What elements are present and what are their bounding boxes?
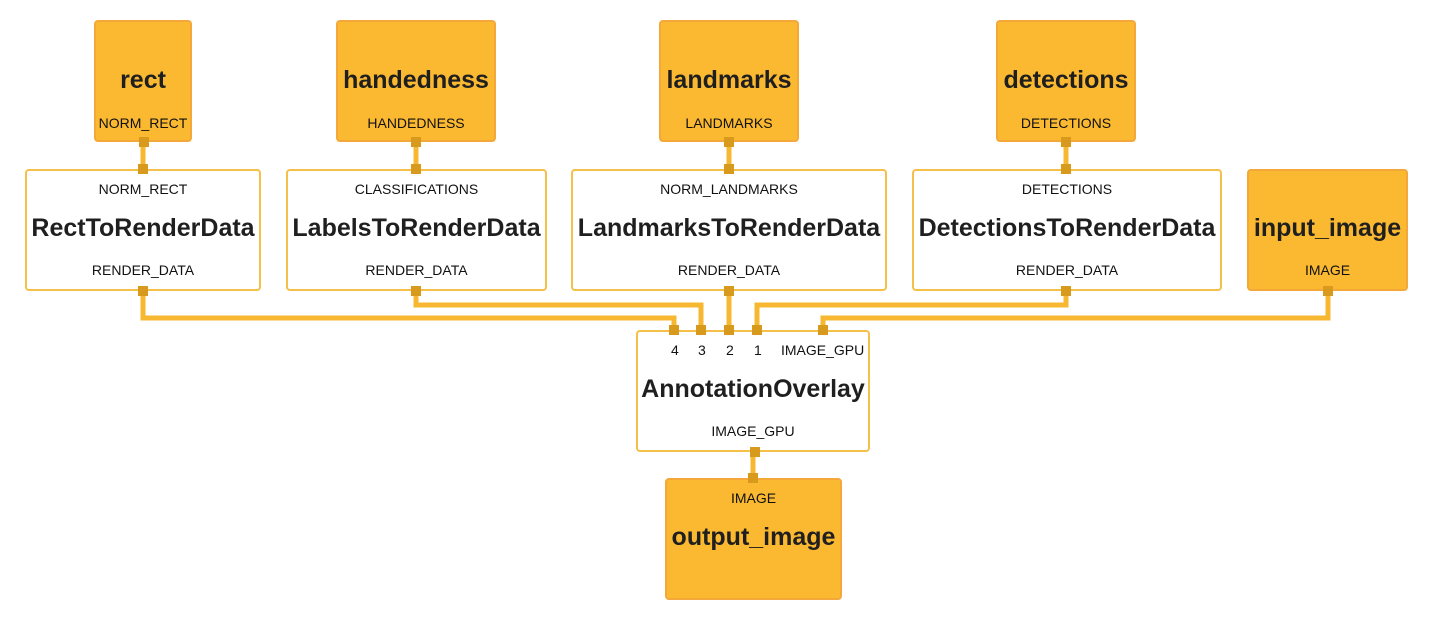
calculator-node-annotation-overlay[interactable]: 4 3 2 1 IMAGE_GPU AnnotationOverlay IMAG… <box>636 325 870 457</box>
stream-name: handedness <box>343 66 489 94</box>
output-pin <box>138 286 148 296</box>
output-port-tag: RENDER_DATA <box>677 262 781 278</box>
input-pin-4 <box>669 325 679 335</box>
stream-name: input_image <box>1253 214 1402 242</box>
stream-node-rect[interactable]: rect NORM_RECT <box>94 20 192 147</box>
calculator-name: LabelsToRenderData <box>292 214 541 242</box>
input-port-image-gpu: IMAGE_GPU <box>781 342 865 358</box>
input-pin <box>138 164 148 174</box>
calculator-node-labels-to-render-data[interactable]: CLASSIFICATIONS LabelsToRenderData RENDE… <box>286 164 547 296</box>
stream-node-input-image[interactable]: input_image IMAGE <box>1247 169 1408 296</box>
input-port-4: 4 <box>671 342 679 358</box>
stream-node-landmarks[interactable]: landmarks LANDMARKS <box>659 20 799 147</box>
output-pin <box>1061 286 1071 296</box>
calculator-name: AnnotationOverlay <box>641 375 865 403</box>
stream-tag: LANDMARKS <box>685 115 773 131</box>
input-pin-image-gpu <box>818 325 828 335</box>
calculator-node-detections-to-render-data[interactable]: DETECTIONS DetectionsToRenderData RENDER… <box>912 164 1222 296</box>
output-port-tag: IMAGE_GPU <box>711 423 795 439</box>
output-port-tag: RENDER_DATA <box>91 262 195 278</box>
stream-name: detections <box>1003 66 1129 94</box>
output-pin <box>411 137 421 147</box>
stream-node-detections[interactable]: detections DETECTIONS <box>996 20 1136 147</box>
edge-recttorenderdata-to-overlay-4 <box>140 291 677 330</box>
input-port-tag: CLASSIFICATIONS <box>354 181 479 197</box>
output-port-tag: RENDER_DATA <box>1015 262 1119 278</box>
stream-name: landmarks <box>666 66 792 94</box>
input-pin-3 <box>696 325 706 335</box>
edge-input-image-to-overlay-image-gpu <box>820 291 1331 330</box>
input-port-3: 3 <box>698 342 706 358</box>
output-pin <box>1061 137 1071 147</box>
input-port-tag: NORM_LANDMARKS <box>660 181 798 197</box>
stream-tag: NORM_RECT <box>98 115 188 131</box>
calculator-name: RectToRenderData <box>31 214 255 242</box>
input-port-tag: DETECTIONS <box>1021 181 1113 197</box>
output-pin <box>724 286 734 296</box>
input-port-2: 2 <box>726 342 734 358</box>
output-pin <box>1323 286 1333 296</box>
input-port-tag: NORM_RECT <box>98 181 188 197</box>
input-port-1: 1 <box>754 342 762 358</box>
calculator-name: DetectionsToRenderData <box>918 214 1216 242</box>
edge-labelstorenderdata-to-overlay-3 <box>413 291 704 330</box>
stream-name: output_image <box>671 523 836 551</box>
stream-tag: HANDEDNESS <box>367 115 465 131</box>
calculator-name: LandmarksToRenderData <box>577 214 881 242</box>
output-pin <box>724 137 734 147</box>
input-pin <box>748 473 758 483</box>
input-pin <box>411 164 421 174</box>
stream-name: rect <box>120 66 166 94</box>
calculator-node-landmarks-to-render-data[interactable]: NORM_LANDMARKS LandmarksToRenderData REN… <box>571 164 887 296</box>
calculator-node-rect-to-render-data[interactable]: NORM_RECT RectToRenderData RENDER_DATA <box>25 164 261 296</box>
stream-tag: IMAGE <box>1304 262 1351 278</box>
output-pin <box>411 286 421 296</box>
edge-detectionstorenderdata-to-overlay-1 <box>754 291 1069 330</box>
output-pin <box>750 447 760 457</box>
stream-tag: IMAGE <box>730 490 777 506</box>
output-pin <box>139 137 149 147</box>
stream-tag: DETECTIONS <box>1020 115 1112 131</box>
stream-node-handedness[interactable]: handedness HANDEDNESS <box>336 20 496 147</box>
output-port-tag: RENDER_DATA <box>365 262 468 278</box>
input-pin-1 <box>752 325 762 335</box>
input-pin-2 <box>724 325 734 335</box>
stream-node-output-image[interactable]: IMAGE output_image <box>665 473 842 600</box>
input-pin <box>724 164 734 174</box>
input-pin <box>1061 164 1071 174</box>
